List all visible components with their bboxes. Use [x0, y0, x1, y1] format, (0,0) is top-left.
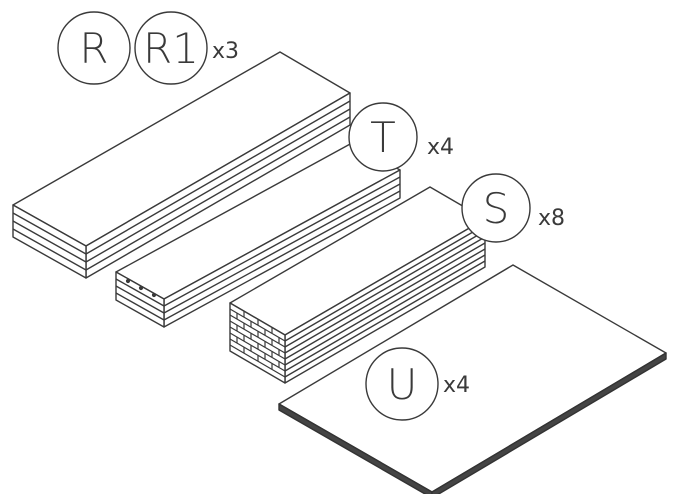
- plate-u: [278, 264, 667, 494]
- part-u-quantity: x4: [443, 373, 470, 398]
- part-s-label-circle: [461, 173, 531, 243]
- part-r-quantity: x3: [212, 39, 239, 64]
- part-r-label-circle: [57, 11, 131, 85]
- part-r1-label-circle: [134, 11, 208, 85]
- part-t-quantity: x4: [427, 135, 454, 160]
- part-u-label-circle: [365, 347, 439, 421]
- part-r-letter: R: [79, 24, 108, 73]
- rail-stack-t: [115, 142, 401, 328]
- part-r1-letter: R1: [143, 24, 199, 73]
- part-u-letter: U: [387, 360, 418, 409]
- part-t-letter: T: [370, 113, 396, 162]
- part-t-label-circle: [348, 102, 418, 172]
- part-s-quantity: x8: [538, 206, 565, 231]
- part-s-letter: S: [483, 184, 510, 233]
- slat-stack-s: [229, 186, 486, 384]
- board-stack-r: [12, 51, 351, 279]
